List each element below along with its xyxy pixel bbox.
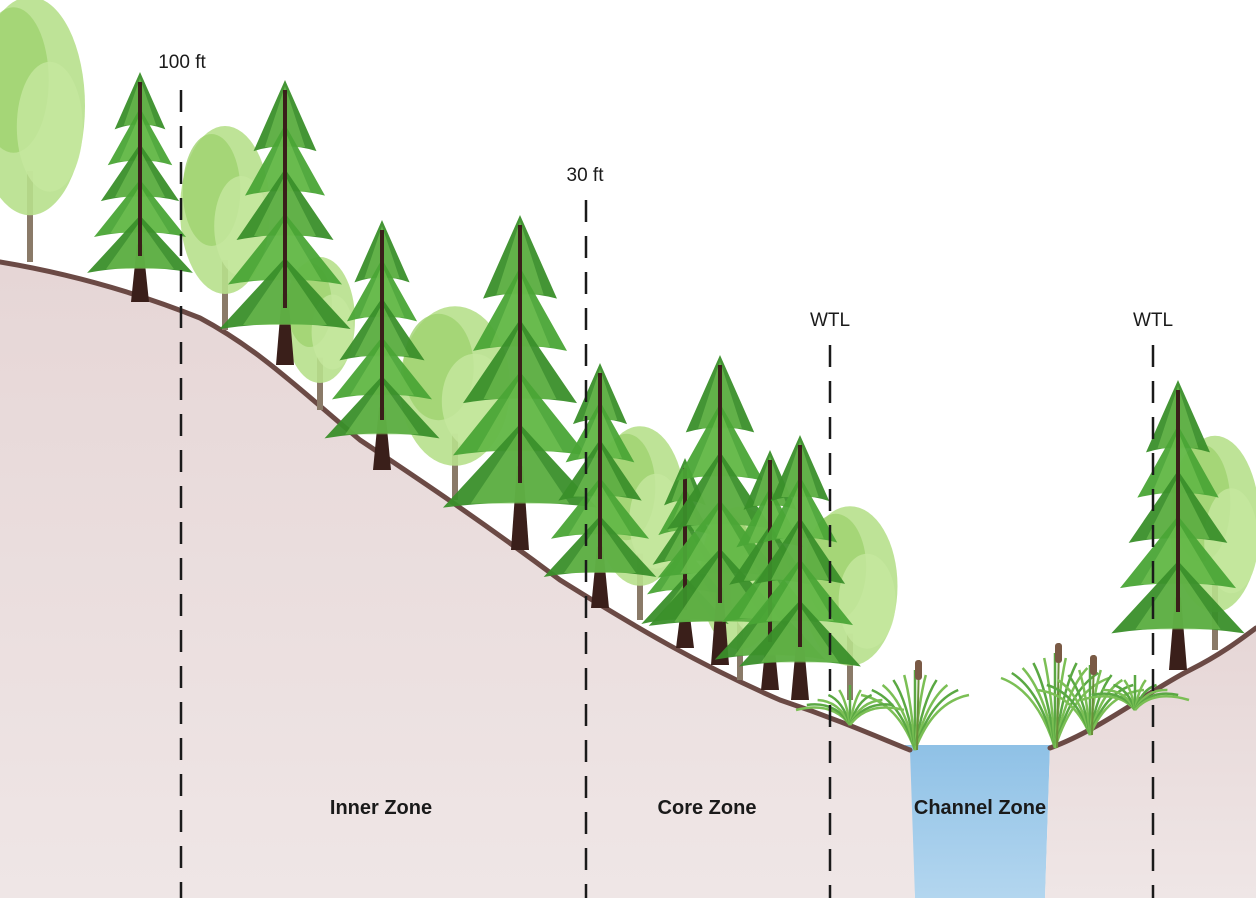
label-core-zone: Core Zone — [657, 797, 757, 819]
reeds — [860, 659, 970, 751]
reeds — [1000, 642, 1110, 749]
left-bank-soil — [0, 262, 915, 898]
conifer-tree — [219, 80, 351, 365]
reeds — [795, 685, 905, 726]
deciduous-tree — [180, 126, 270, 330]
left-bank-surface — [0, 259, 913, 753]
conifer-tree — [324, 220, 440, 470]
conifer-tree — [543, 363, 657, 608]
conifer-tree — [739, 435, 861, 700]
reeds — [1080, 675, 1190, 711]
deciduous-tree — [0, 0, 85, 262]
label-30ft: 30 ft — [566, 165, 604, 186]
conifer-tree — [442, 215, 598, 550]
conifer-tree — [87, 72, 193, 302]
label-wtl-left: WTL — [809, 310, 851, 331]
label-100ft: 100 ft — [158, 52, 206, 73]
label-wtl-right: WTL — [1132, 310, 1174, 331]
conifer-tree — [1111, 380, 1245, 670]
label-channel-zone: Channel Zone — [913, 797, 1047, 819]
stream-channel — [905, 745, 1050, 898]
label-inner-zone: Inner Zone — [329, 797, 433, 819]
right-bank-soil — [1045, 628, 1256, 898]
